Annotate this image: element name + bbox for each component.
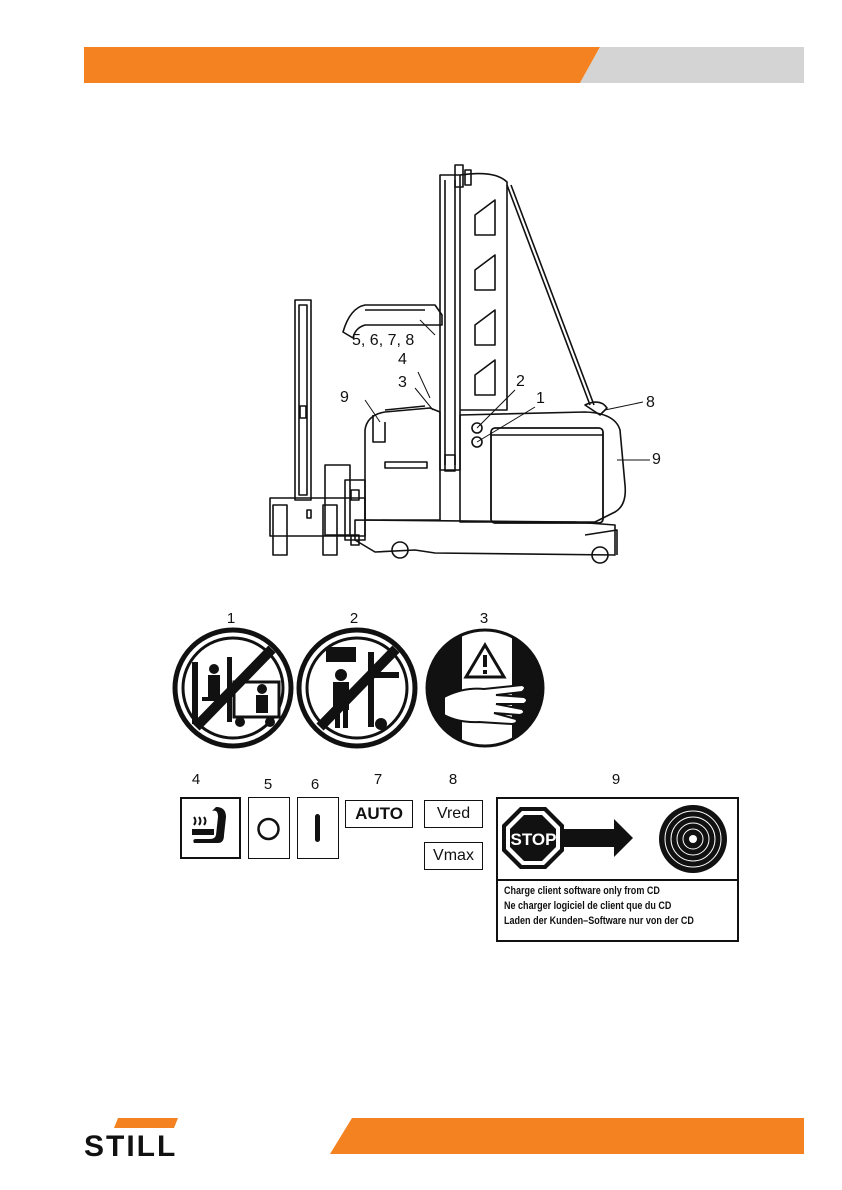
callout-3: 3 xyxy=(398,375,407,391)
label-9-number: 9 xyxy=(601,772,631,787)
sign-2-number: 2 xyxy=(339,611,369,626)
footer-bar xyxy=(330,1118,810,1158)
label-8-number: 8 xyxy=(438,772,468,787)
callout-9-right: 9 xyxy=(652,452,661,468)
callout-5-6-7-8: 5, 6, 7, 8 xyxy=(352,333,414,349)
auto-label: AUTO xyxy=(345,800,413,828)
header-gray-band xyxy=(580,47,804,83)
cd-software-label: STOP Charge client software only from CD… xyxy=(496,797,739,942)
on-symbol-label xyxy=(297,797,339,859)
hand-crush-warning-icon xyxy=(424,627,546,749)
still-logo-text: STILL xyxy=(84,1130,177,1162)
still-logo: STILL xyxy=(80,1112,220,1162)
callout-1: 1 xyxy=(536,391,545,407)
callout-9-left: 9 xyxy=(340,390,349,406)
label-7-number: 7 xyxy=(363,772,393,787)
vred-label: Vred xyxy=(424,800,483,828)
label-5-number: 5 xyxy=(253,777,283,792)
off-symbol-label xyxy=(248,797,290,859)
cd-divider xyxy=(498,879,737,881)
cd-text-en: Charge client software only from CD xyxy=(504,886,660,897)
circle-off-icon xyxy=(249,798,288,857)
sign-1-number: 1 xyxy=(216,611,246,626)
vmax-label: Vmax xyxy=(424,842,483,870)
header-orange-band xyxy=(84,47,600,83)
stop-text: STOP xyxy=(506,830,561,850)
callout-8: 8 xyxy=(646,395,655,411)
cd-text-de: Laden der Kunden–Software nur von der CD xyxy=(504,916,694,927)
sign-3-number: 3 xyxy=(469,611,499,626)
callout-4: 4 xyxy=(398,352,407,368)
bar-on-icon xyxy=(298,798,337,857)
forklift-illustration xyxy=(255,160,675,575)
cd-text-fr: Ne charger logiciel de client que du CD xyxy=(504,901,671,912)
callout-2: 2 xyxy=(516,374,525,390)
header-bar xyxy=(0,0,842,90)
seat-heating-icon xyxy=(182,799,239,857)
no-riding-on-forks-icon xyxy=(172,627,294,749)
label-4-number: 4 xyxy=(181,772,211,787)
seat-heating-label xyxy=(180,797,241,859)
no-standing-under-load-icon xyxy=(296,627,418,749)
label-6-number: 6 xyxy=(300,777,330,792)
